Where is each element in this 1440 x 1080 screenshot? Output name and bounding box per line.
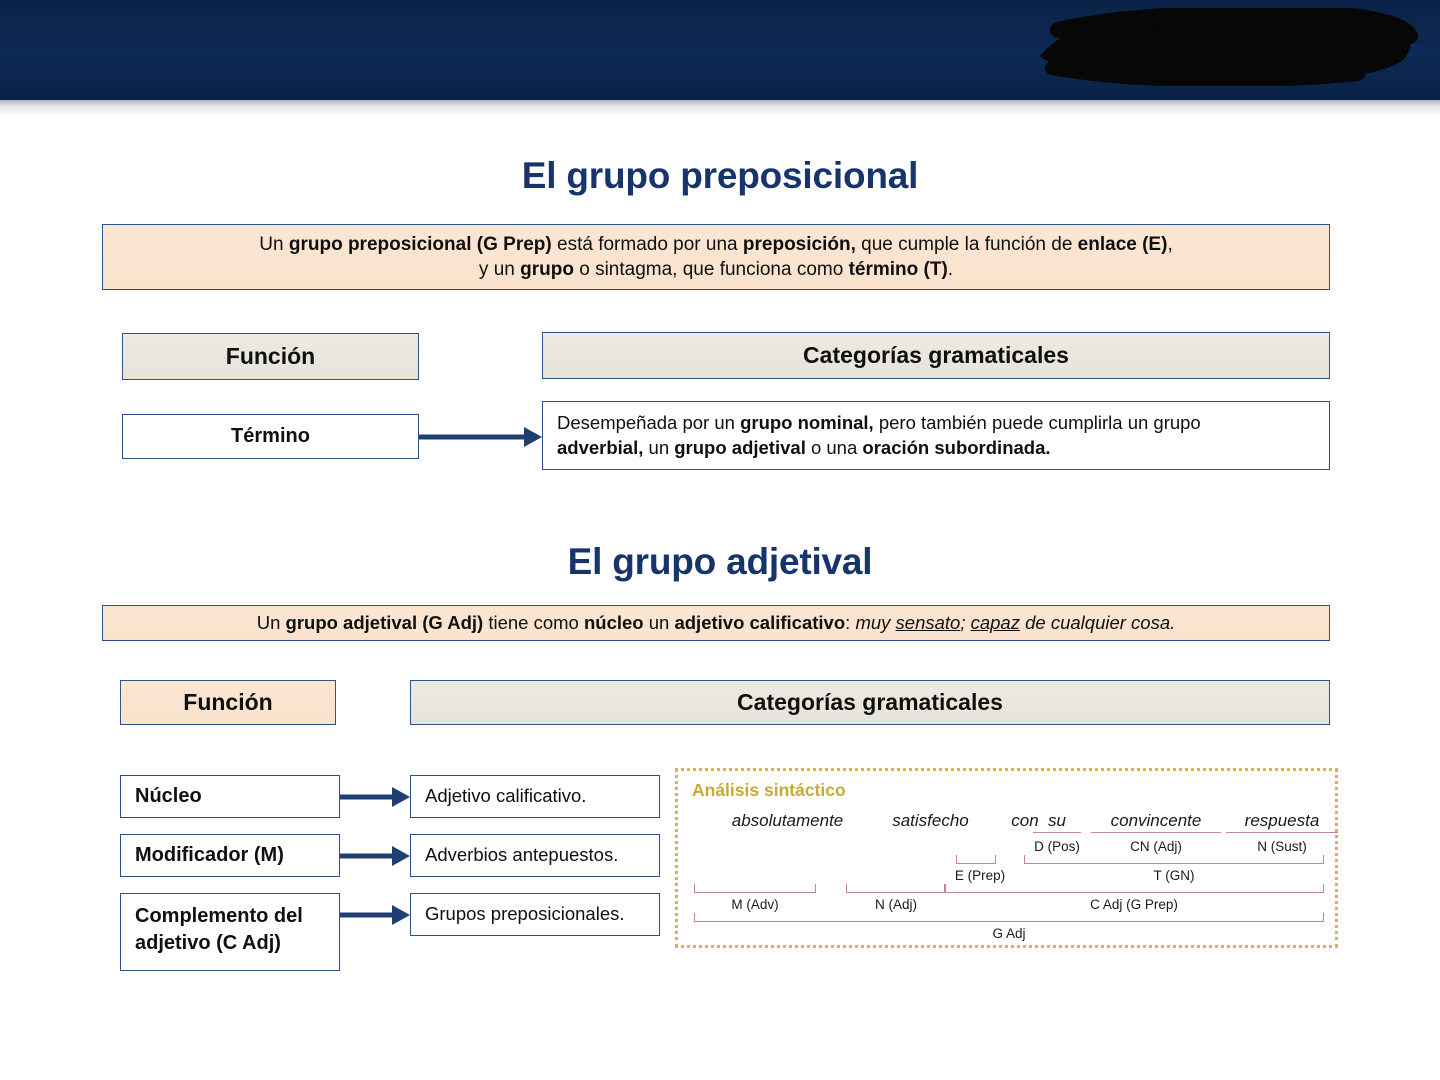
- categoria-line: adverbial, un grupo adjetival o una orac…: [557, 436, 1051, 458]
- arrow-nucleo-icon: [340, 775, 410, 818]
- analysis-bracket-con: [956, 855, 996, 864]
- analysis-word-absolutamente: absolutamente: [731, 811, 844, 830]
- analysis-word-con: con: [1011, 811, 1039, 830]
- analysis-bracket-satisfecho: [846, 884, 946, 893]
- analysis-word-respuesta: respuesta: [1226, 811, 1338, 833]
- funcion-cell-termino: Término: [122, 414, 419, 459]
- categoria-line: Desempeñada por un grupo nominal, pero t…: [557, 411, 1201, 433]
- analysis-tag-e-prep: E (Prep): [954, 868, 1006, 883]
- analysis-tag-n-sust: N (Sust): [1257, 839, 1307, 854]
- arrow-termino-icon: [419, 414, 542, 459]
- redaction-scribble-icon: [1040, 8, 1418, 86]
- analysis-panel: Análisis sintáctico absolutamente satisf…: [675, 768, 1338, 948]
- definition-line: y un grupo o sintagma, que funciona como…: [478, 259, 954, 280]
- header-funcion-preposicional: Función: [122, 333, 419, 380]
- analysis-bracket-gn: [1024, 855, 1324, 864]
- definition-line: Un grupo preposicional (G Prep) está for…: [259, 233, 1173, 255]
- analysis-word-convincente: convincente: [1091, 811, 1221, 833]
- header-categorias-adjetival: Categorías gramaticales: [410, 680, 1330, 725]
- categoria-cell-modificador: Adverbios antepuestos.: [410, 834, 660, 877]
- categoria-cell-termino: Desempeñada por un grupo nominal, pero t…: [542, 401, 1330, 470]
- analysis-tag-gadj: G Adj: [992, 926, 1026, 941]
- analysis-tag-m-adv: M (Adv): [731, 897, 779, 912]
- header-funcion-adjetival: Función: [120, 680, 336, 725]
- banner-shadow: [0, 100, 1440, 116]
- analysis-bracket-absolutamente: [694, 884, 816, 893]
- analysis-tag-d-pos: D (Pos): [1034, 839, 1080, 854]
- analysis-bracket-gprep: [944, 884, 1324, 893]
- definition-box-preposicional: Un grupo preposicional (G Prep) está for…: [102, 224, 1330, 290]
- page-title-adjetival: El grupo adjetival: [567, 541, 873, 582]
- analysis-word-satisfecho: satisfecho: [892, 811, 969, 830]
- page-title-preposicional: El grupo preposicional: [521, 155, 919, 196]
- definition-line: Un grupo adjetival (G Adj) tiene como nú…: [256, 611, 1176, 633]
- arrow-modificador-icon: [340, 834, 410, 877]
- funcion-cell-modificador: Modificador (M): [120, 834, 340, 877]
- arrow-complemento-icon: [340, 893, 410, 936]
- header-categorias-preposicional: Categorías gramaticales: [542, 332, 1330, 379]
- funcion-cell-complemento: Complemento del adjetivo (C Adj): [120, 893, 340, 971]
- analysis-tag-t-gn: T (GN): [1153, 868, 1195, 883]
- analysis-tag-cadj-gprep: C Adj (G Prep): [1090, 897, 1178, 912]
- analysis-bracket-gadj: [694, 913, 1324, 922]
- analysis-word-su: su: [1033, 811, 1081, 833]
- analysis-tag-n-adj: N (Adj): [874, 897, 917, 912]
- funcion-cell-nucleo: Núcleo: [120, 775, 340, 818]
- categoria-cell-nucleo: Adjetivo calificativo.: [410, 775, 660, 818]
- definition-box-adjetival: Un grupo adjetival (G Adj) tiene como nú…: [102, 605, 1330, 641]
- analysis-title: Análisis sintáctico: [692, 780, 846, 800]
- categoria-cell-complemento: Grupos preposicionales.: [410, 893, 660, 936]
- analysis-tag-cn-adj: CN (Adj): [1130, 839, 1182, 854]
